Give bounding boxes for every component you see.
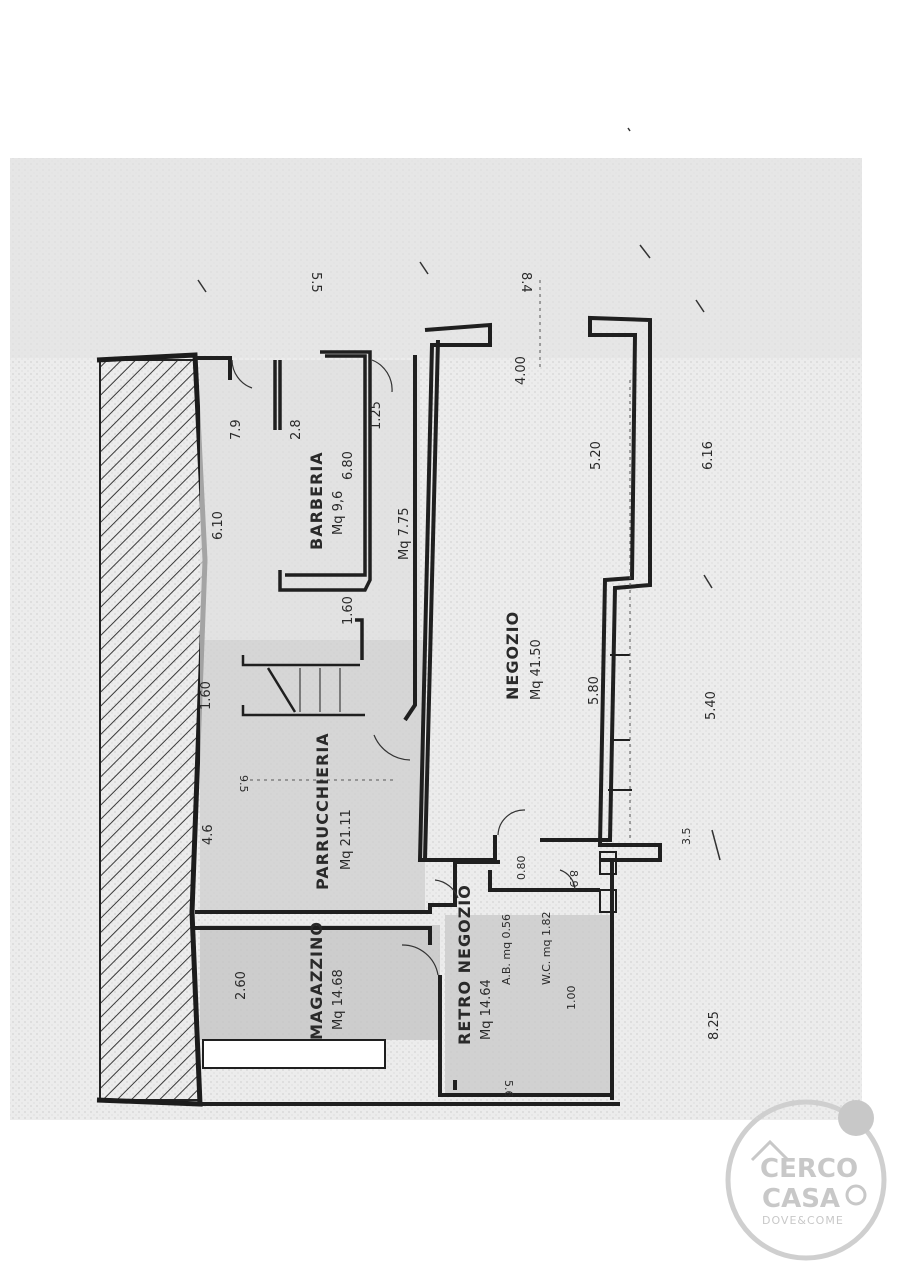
antibagno-label: A.B. mq 0.56 bbox=[500, 914, 513, 985]
stairs bbox=[241, 655, 365, 717]
parrucchieria-name: PARRUCCHIERIA bbox=[313, 732, 332, 890]
negozio-area: Mq 41.50 bbox=[529, 639, 544, 700]
corridoio-area: Mq 7.75 bbox=[397, 507, 412, 560]
corridor-fill bbox=[200, 360, 420, 640]
dim-260: 2.60 bbox=[234, 971, 249, 1000]
dim-540: 5.40 bbox=[704, 691, 719, 720]
wc-label: W.C. mq 1.82 bbox=[540, 912, 553, 985]
barberia-name: BARBERIA bbox=[307, 451, 326, 550]
watermark-ring bbox=[725, 1099, 887, 1261]
window-marks bbox=[599, 654, 632, 913]
magazzino-name: MAGAZZINO bbox=[307, 921, 326, 1040]
house-icon bbox=[750, 1139, 790, 1162]
dim-616: 6.16 bbox=[701, 441, 716, 470]
watermark-dot bbox=[838, 1100, 874, 1136]
dim-95: 9.5 bbox=[237, 775, 250, 793]
dim-160-a: 1.60 bbox=[199, 681, 214, 710]
dim-56: 5.6 bbox=[502, 1080, 515, 1098]
dim-28: 2.8 bbox=[289, 419, 304, 440]
retro-negozio-name: RETRO NEGOZIO bbox=[455, 884, 474, 1045]
labels-layer: NEGOZIO Mq 41.50 BARBERIA Mq 9,6 6.80 Mq… bbox=[199, 272, 722, 1098]
dim-46: 4.6 bbox=[201, 824, 216, 845]
magazzino-area: Mq 14.68 bbox=[331, 969, 346, 1030]
door-swings bbox=[231, 359, 576, 976]
dim-55: 5.5 bbox=[308, 272, 323, 293]
dim-160-b: 1.60 bbox=[341, 596, 356, 625]
parrucchieria-area: Mq 21.11 bbox=[339, 809, 354, 870]
watermark-line3: DOVE&COME bbox=[762, 1214, 844, 1227]
scan-marks bbox=[197, 127, 721, 861]
dim-825: 8.25 bbox=[707, 1011, 722, 1040]
boundary-line bbox=[96, 352, 208, 1107]
dim-84: 8.4 bbox=[518, 272, 533, 293]
cercocasa-watermark: CERCO CASA DOVE&COME bbox=[725, 1099, 887, 1261]
dim-520: 5.20 bbox=[589, 441, 604, 470]
upper-grey-area bbox=[10, 158, 862, 358]
barberia-dim: 6.80 bbox=[341, 451, 356, 480]
retro-negozio-area: Mq 14.64 bbox=[479, 979, 494, 1040]
watermark-line2: CASA bbox=[762, 1184, 840, 1214]
barberia-area: Mq 9,6 bbox=[331, 491, 346, 535]
magazzino-shelf bbox=[202, 1039, 386, 1069]
pin-icon bbox=[845, 1184, 867, 1206]
magazzino-fill bbox=[200, 925, 440, 1040]
dim-400: 4.00 bbox=[514, 356, 529, 385]
dimension-lines bbox=[250, 280, 631, 840]
dim-79: 7.9 bbox=[229, 419, 244, 440]
negozio-name: NEGOZIO bbox=[503, 611, 522, 700]
dim-100: 1.00 bbox=[565, 986, 578, 1011]
hatched-boundary-wall bbox=[99, 359, 207, 1101]
dim-35: 3.5 bbox=[680, 828, 693, 846]
dim-80: 0.80 bbox=[515, 856, 528, 881]
walls bbox=[195, 315, 662, 1106]
dim-125: 1.25 bbox=[369, 401, 384, 430]
dim-89: 8.9 bbox=[567, 870, 580, 888]
watermark-line1: CERCO bbox=[760, 1154, 858, 1184]
dim-580: 5.80 bbox=[587, 676, 602, 705]
dim-610: 6.10 bbox=[211, 511, 226, 540]
parrucchieria-fill bbox=[200, 640, 425, 910]
barberia-walls bbox=[273, 350, 372, 660]
retro-negozio-fill bbox=[445, 915, 610, 1095]
